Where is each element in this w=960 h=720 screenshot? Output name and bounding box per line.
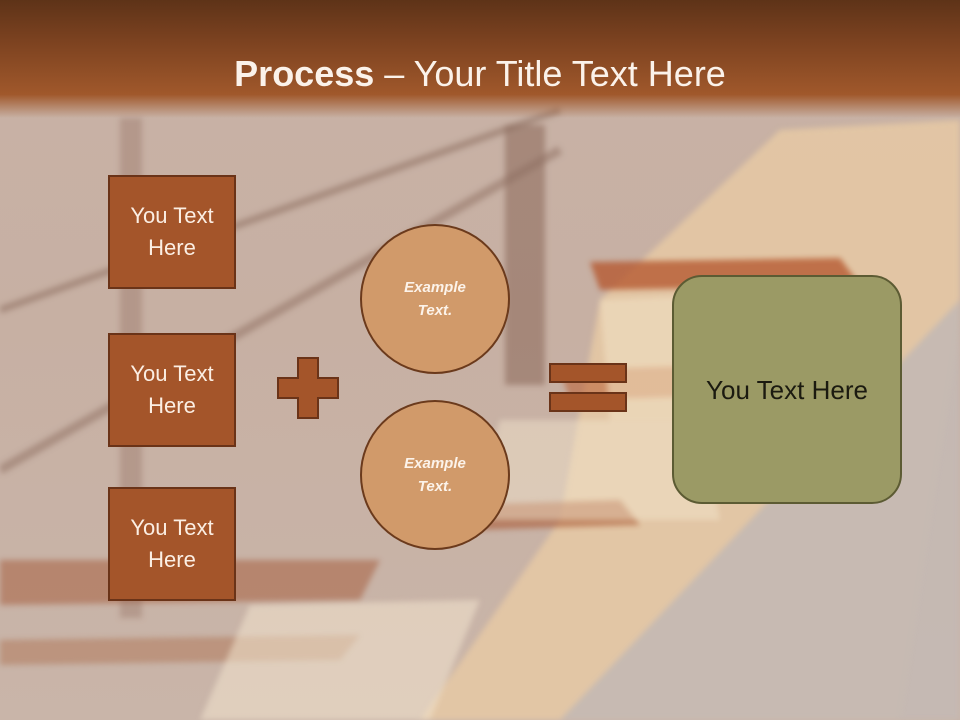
- input-box-3-text: You Text Here: [130, 515, 214, 572]
- input-box-1-text: You Text Here: [130, 203, 214, 260]
- equals-icon-top-bar: [549, 363, 627, 383]
- result-box-text: You Text Here: [706, 374, 868, 405]
- example-circle-1[interactable]: Example Text.: [360, 224, 510, 374]
- example-circle-2-text: Example Text.: [404, 455, 466, 495]
- input-box-2-text: You Text Here: [130, 361, 214, 418]
- slide-title[interactable]: Process – Your Title Text Here: [0, 52, 960, 96]
- title-rest: – Your Title Text Here: [374, 53, 726, 94]
- title-band: [0, 0, 960, 118]
- input-box-1[interactable]: You Text Here: [108, 175, 236, 289]
- example-circle-1-text: Example Text.: [404, 279, 466, 319]
- equals-icon-bottom-bar: [549, 392, 627, 412]
- title-strong: Process: [234, 53, 375, 94]
- plus-icon: [277, 357, 339, 419]
- input-box-2[interactable]: You Text Here: [108, 333, 236, 447]
- result-box[interactable]: You Text Here: [672, 275, 902, 504]
- input-box-3[interactable]: You Text Here: [108, 487, 236, 601]
- example-circle-2[interactable]: Example Text.: [360, 400, 510, 550]
